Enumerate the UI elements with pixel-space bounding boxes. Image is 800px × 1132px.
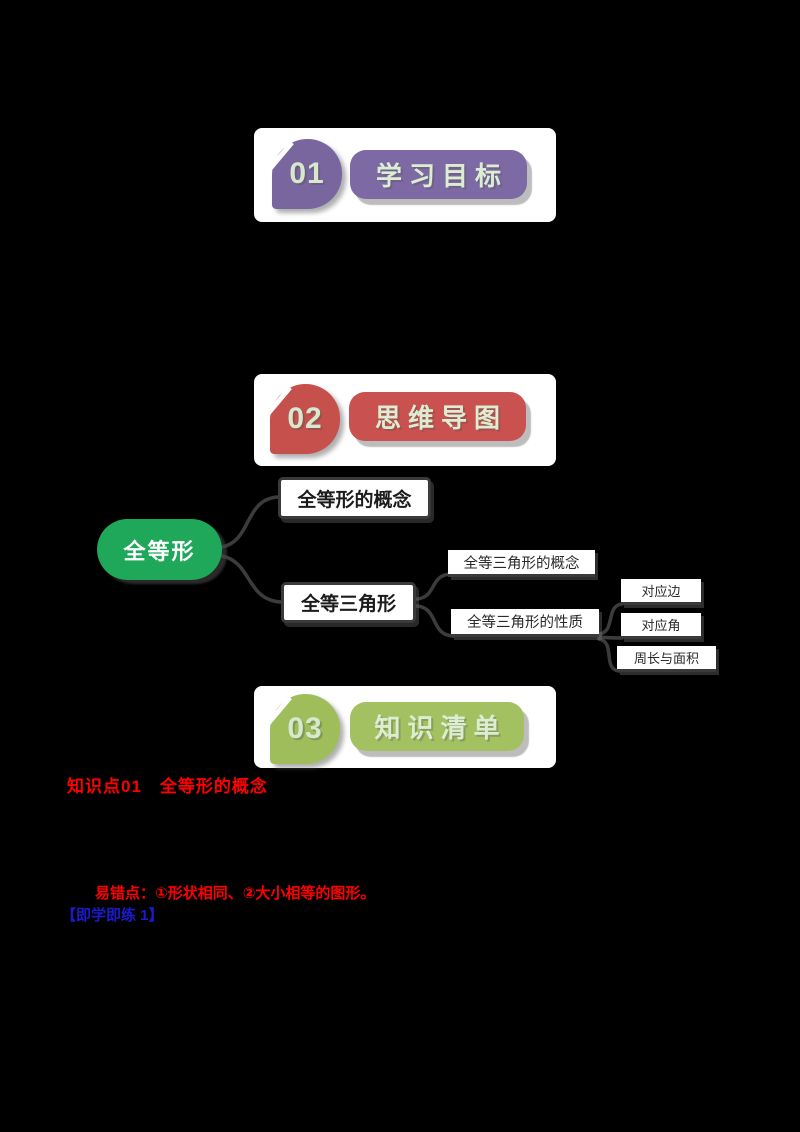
mindmap-node-congruent-shapes-concept: 全等形的概念 <box>278 477 431 519</box>
mindmap-leaf-corresponding-sides: 对应边 <box>621 579 701 605</box>
section-1-number-badge: 01 <box>272 139 342 209</box>
mindmap-connectors <box>220 495 624 673</box>
section-2-title: 思维导图 <box>374 403 507 433</box>
mindmap-leaf-corresponding-angles: 对应角 <box>621 613 701 639</box>
section-3-title-bar: 知识清单 <box>350 702 524 751</box>
section-3-number: 03 <box>287 712 323 745</box>
section-3-number-badge: 03 <box>270 694 340 764</box>
practice-label: 【即学即练 1】 <box>61 907 164 924</box>
mindmap-leaf-perimeter-area: 周长与面积 <box>617 646 716 672</box>
knowledge-point-note: 易错点：①形状相同、②大小相等的图形。 <box>95 885 376 902</box>
mindmap-node-congruent-triangles: 全等三角形 <box>281 582 416 623</box>
knowledge-point-heading: 知识点01 全等形的概念 <box>67 777 268 796</box>
section-2-number-badge: 02 <box>270 384 340 454</box>
section-1-title: 学习目标 <box>375 161 508 191</box>
mindmap-root-node: 全等形 <box>97 519 222 580</box>
section-1-number: 01 <box>289 157 325 190</box>
section-3-title: 知识清单 <box>374 713 507 743</box>
section-1-title-bar: 学习目标 <box>350 150 527 199</box>
section-2-number: 02 <box>287 402 323 435</box>
section-2-title-bar: 思维导图 <box>349 392 526 441</box>
mindmap-node-triangle-concept: 全等三角形的概念 <box>448 550 595 577</box>
mindmap-node-triangle-properties: 全等三角形的性质 <box>451 609 599 637</box>
